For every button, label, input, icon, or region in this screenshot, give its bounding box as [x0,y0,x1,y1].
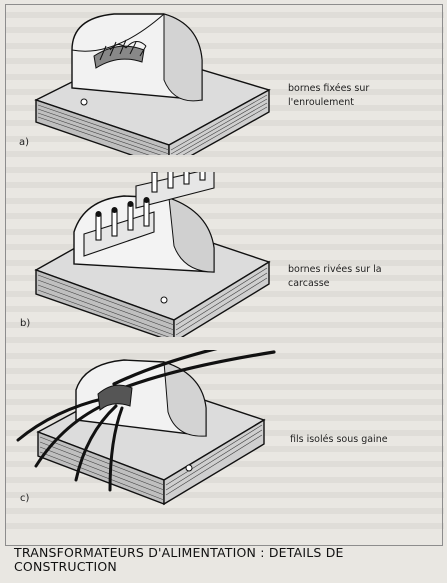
figure-b-transformer-terminals-on-bobbin [14,172,284,337]
figure-a-caption: bornes fixées sur l'enroulement [288,83,370,108]
figure-b-drawing [34,172,271,337]
figure-c-letter: c) [20,493,30,504]
figure-c-drawing [16,350,276,506]
figure-b-caption: bornes rivées sur la carcasse [288,264,382,289]
figure-frame [5,4,443,546]
figure-c-caption: fils isolés sous gaine [290,434,388,445]
figure-title: TRANSFORMATEURS D'ALIMENTATION : DETAILS… [14,545,344,574]
figure-a-letter: a) [19,137,30,148]
figure-a-drawing [34,13,271,155]
figure-b-letter: b) [20,318,31,329]
figure-c-transformer-insulated-leads [14,350,284,512]
figure-a-transformer-terminals-on-winding [14,10,284,155]
